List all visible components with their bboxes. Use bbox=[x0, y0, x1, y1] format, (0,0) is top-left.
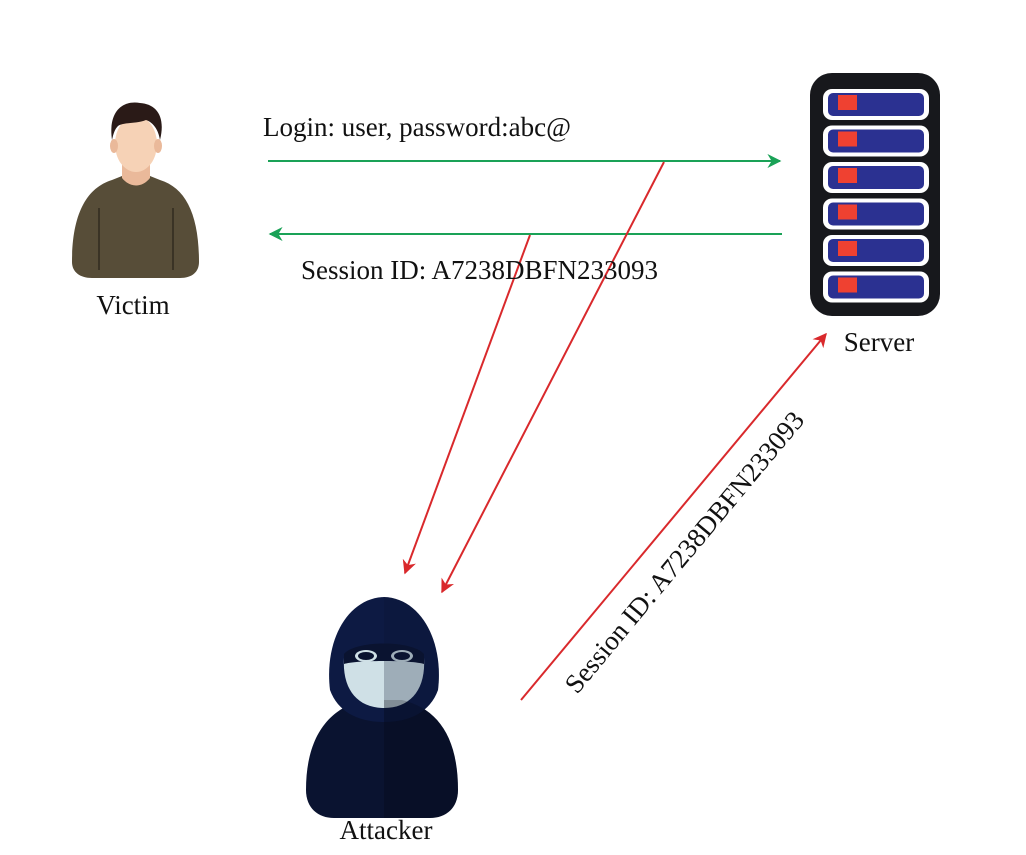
server-status-light bbox=[838, 277, 857, 293]
sniff-request-arrow bbox=[441, 161, 665, 594]
attacker-mask bbox=[343, 650, 425, 708]
login-label: Login: user, password:abc@ bbox=[263, 112, 571, 142]
victim-icon bbox=[72, 102, 199, 278]
server-status-light bbox=[838, 131, 857, 147]
server-status-light bbox=[838, 168, 857, 183]
server-status-light bbox=[838, 204, 857, 220]
session-response-label: Session ID: A7238DBFN233093 bbox=[301, 255, 658, 285]
server-status-light bbox=[838, 95, 857, 110]
server-status-light bbox=[838, 241, 857, 256]
victim-hair bbox=[111, 102, 162, 140]
attacker-icon bbox=[306, 597, 458, 818]
attacker-to-server-label: Session ID: A7238DBFN233093 bbox=[559, 405, 811, 699]
attacker-body bbox=[306, 700, 458, 818]
victim-shirt bbox=[72, 176, 199, 278]
victim-face bbox=[115, 116, 157, 172]
server-label: Server bbox=[844, 327, 914, 357]
attacker-label: Attacker bbox=[340, 815, 433, 845]
server-icon bbox=[810, 73, 940, 316]
sniff-response-arrow bbox=[402, 234, 531, 575]
attacker-to-server-arrow bbox=[520, 332, 827, 701]
victim-label: Victim bbox=[96, 290, 169, 320]
